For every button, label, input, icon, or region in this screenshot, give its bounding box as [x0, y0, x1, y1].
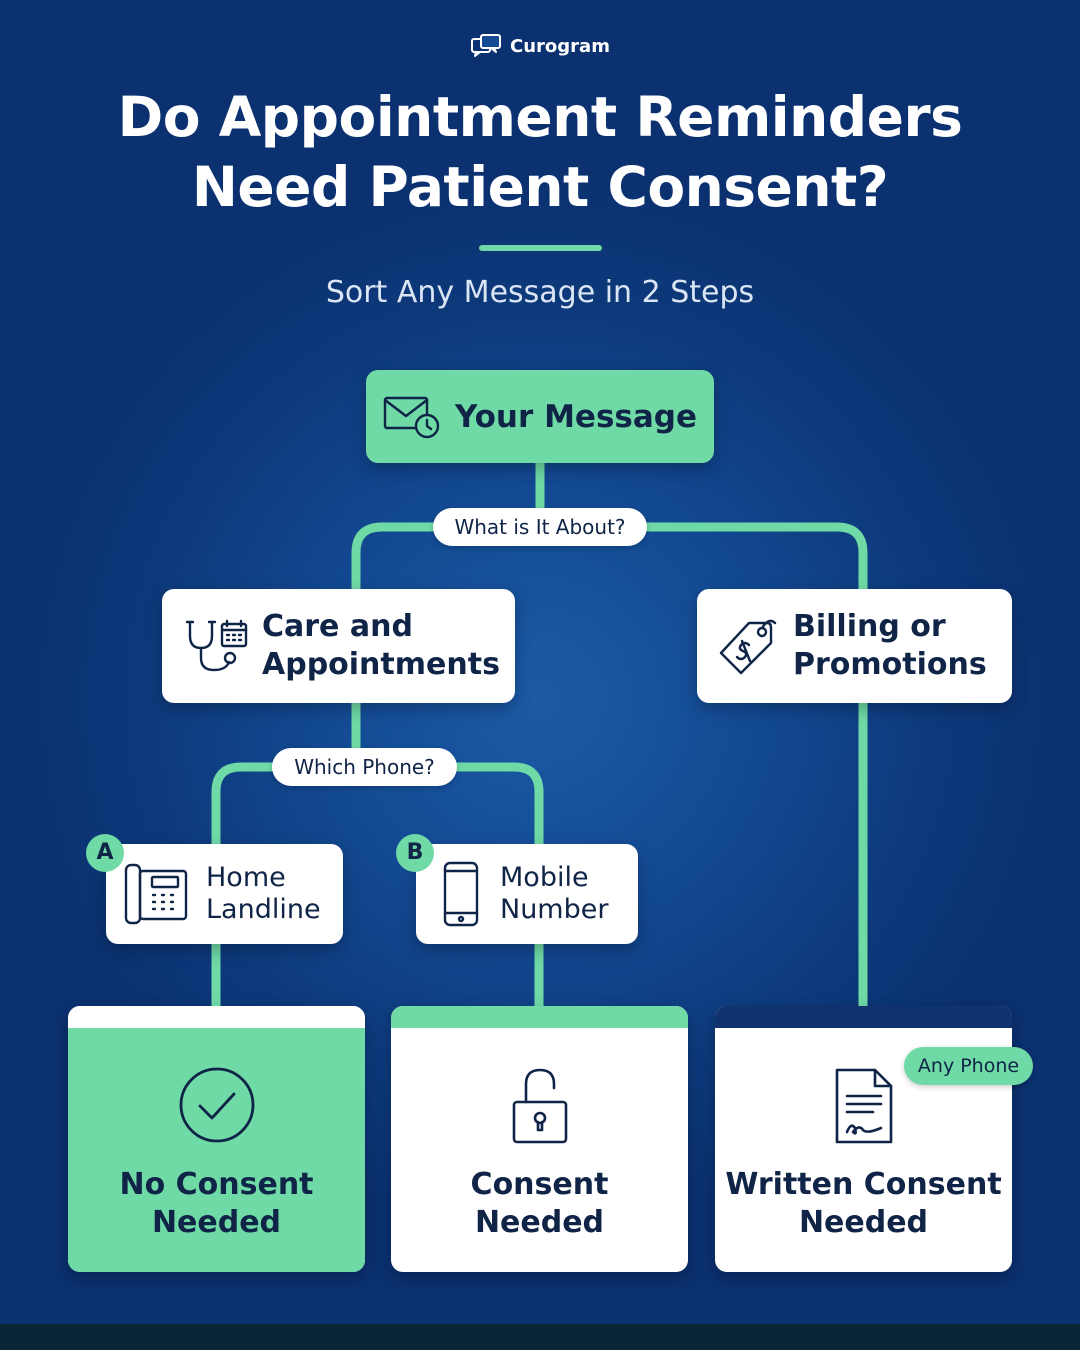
badge-a: A	[86, 834, 124, 872]
connector-to-care	[351, 522, 540, 590]
envelope-clock-icon	[383, 396, 440, 438]
unlocked-padlock-icon	[512, 1068, 567, 1144]
result-consent-needed: Consent Needed	[391, 1006, 688, 1272]
result-body: No Consent Needed	[68, 1028, 365, 1272]
result-body: Written Consent Needed	[715, 1028, 1012, 1272]
result-no-consent-label: No Consent Needed	[68, 1166, 365, 1242]
result-top-band	[715, 1006, 1012, 1028]
result-consent-label: Consent Needed	[391, 1166, 688, 1242]
badge-b: B	[396, 834, 434, 872]
result-written-line-2: Needed	[798, 1205, 929, 1240]
brand-logo: Curogram	[0, 34, 1080, 58]
node-mobile-label: Mobile Number	[500, 862, 608, 926]
bottom-bar	[0, 1324, 1080, 1350]
result-consent-line-1: Consent	[470, 1167, 609, 1202]
title-divider	[479, 245, 602, 251]
check-circle-icon	[179, 1067, 254, 1143]
result-written-label: Written Consent Needed	[715, 1166, 1012, 1242]
result-no-consent-line-1: No Consent	[119, 1167, 314, 1202]
node-home-line-2: Landline	[206, 894, 321, 925]
connector-to-home	[211, 762, 356, 845]
node-home-landline: Home Landline	[106, 844, 343, 944]
title-line-1: Do Appointment Reminders	[117, 85, 963, 149]
node-billing-promotions: Billing or Promotions	[697, 589, 1012, 703]
node-billing-label: Billing or Promotions	[793, 608, 987, 684]
result-body: Consent Needed	[391, 1028, 688, 1272]
node-billing-line-2: Promotions	[793, 647, 987, 682]
result-written-consent: Written Consent Needed	[715, 1006, 1012, 1272]
title-line-2: Need Patient Consent?	[191, 155, 889, 219]
price-tag-dollar-icon	[719, 619, 777, 675]
node-home-line-1: Home	[206, 862, 286, 893]
question-which-phone: Which Phone?	[272, 748, 457, 786]
stethoscope-calendar-icon	[185, 619, 248, 672]
connector-to-mobile	[356, 762, 544, 845]
node-care-line-1: Care and	[262, 609, 413, 644]
result-written-line-1: Written Consent	[725, 1167, 1002, 1202]
result-no-consent: No Consent Needed	[68, 1006, 365, 1272]
chat-bubbles-icon	[471, 34, 502, 57]
node-care-label: Care and Appointments	[262, 608, 500, 684]
node-home-label: Home Landline	[206, 862, 321, 926]
result-no-consent-line-2: Needed	[151, 1205, 282, 1240]
node-billing-line-1: Billing or	[793, 609, 946, 644]
node-care-line-2: Appointments	[262, 647, 500, 682]
any-phone-tag: Any Phone	[904, 1047, 1033, 1085]
node-your-message: Your Message	[366, 370, 714, 463]
question-what-about: What is It About?	[433, 508, 647, 546]
node-mobile-line-2: Number	[500, 894, 609, 925]
node-mobile-line-1: Mobile	[500, 862, 589, 893]
desk-phone-icon	[124, 863, 188, 925]
brand-name: Curogram	[510, 35, 610, 57]
result-consent-line-2: Needed	[474, 1205, 605, 1240]
subtitle: Sort Any Message in 2 Steps	[325, 275, 755, 310]
node-mobile-number: Mobile Number	[416, 844, 638, 944]
signed-document-icon	[835, 1068, 892, 1144]
connector-to-billing	[540, 522, 868, 590]
node-root-label: Your Message	[455, 398, 697, 435]
page-title: Do Appointment Reminders Need Patient Co…	[0, 82, 1080, 222]
result-top-band	[68, 1006, 365, 1028]
smartphone-icon	[443, 861, 479, 927]
result-top-band	[391, 1006, 688, 1028]
node-care-appointments: Care and Appointments	[162, 589, 515, 703]
